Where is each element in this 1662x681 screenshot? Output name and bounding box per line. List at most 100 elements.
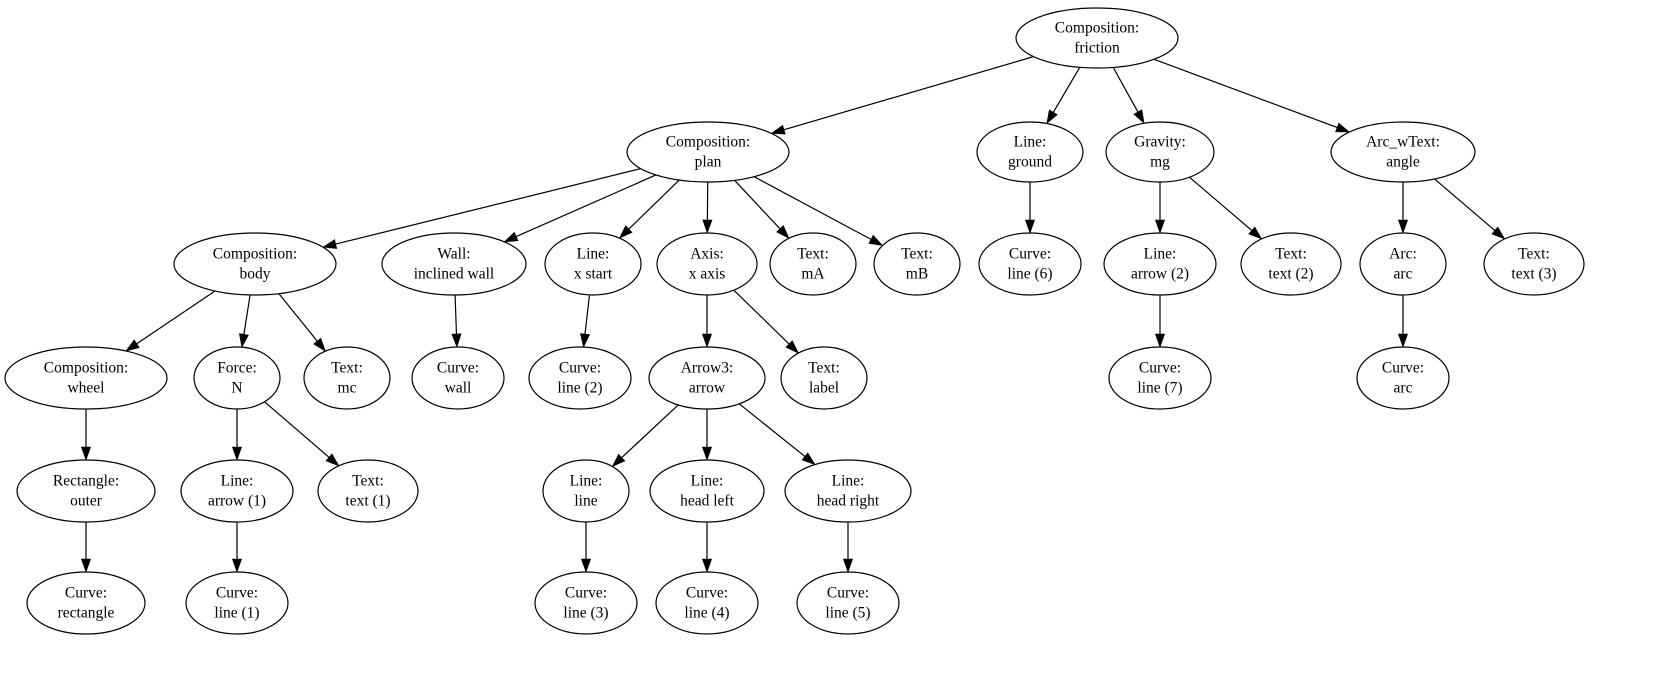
- node-ellipse-headright[interactable]: [784, 459, 912, 523]
- node-ellipse-lineline[interactable]: [542, 459, 630, 523]
- node-ellipse-line4[interactable]: [655, 571, 759, 635]
- arrow-head-icon: [1397, 219, 1409, 234]
- node-ellipse-line7[interactable]: [1108, 346, 1212, 410]
- node-ellipse-ground[interactable]: [976, 121, 1084, 183]
- graph-node-xstart[interactable]: Line:x start: [544, 232, 642, 296]
- node-ellipse-arrow3[interactable]: [648, 346, 766, 410]
- node-ellipse-xstart[interactable]: [544, 232, 642, 296]
- node-name-label-curverect: rectangle: [58, 605, 115, 622]
- graph-node-angle[interactable]: Arc_wText:angle: [1330, 121, 1476, 183]
- node-ellipse-friction[interactable]: [1015, 7, 1179, 69]
- graph-node-text2[interactable]: Text:text (2): [1240, 232, 1342, 296]
- arrow-head-icon: [313, 337, 326, 352]
- node-ellipse-angle[interactable]: [1330, 121, 1476, 183]
- node-ellipse-line6[interactable]: [978, 232, 1082, 296]
- node-ellipse-gravity[interactable]: [1105, 121, 1215, 183]
- node-type-label-curvewall: Curve:: [437, 360, 479, 377]
- node-name-label-text2: text (2): [1268, 266, 1313, 283]
- graph-node-rectouter[interactable]: Rectangle:outer: [16, 459, 156, 523]
- graph-node-line3[interactable]: Curve:line (3): [534, 571, 638, 635]
- node-ellipse-plan[interactable]: [626, 121, 790, 183]
- node-type-label-xstart: Line:: [577, 246, 610, 263]
- arrow-head-icon: [1397, 333, 1409, 348]
- node-ellipse-forceN[interactable]: [193, 346, 281, 410]
- graph-node-line7[interactable]: Curve:line (7): [1108, 346, 1212, 410]
- node-type-label-line5: Curve:: [827, 585, 869, 602]
- node-type-label-textmA: Text:: [797, 246, 829, 263]
- arrow-head-icon: [801, 452, 816, 466]
- graph-node-arc[interactable]: Arc:arc: [1359, 232, 1447, 296]
- graph-node-arrow2[interactable]: Line:arrow (2): [1103, 232, 1217, 296]
- graph-node-arrow1[interactable]: Line:arrow (1): [180, 459, 294, 523]
- node-ellipse-body[interactable]: [173, 232, 337, 296]
- graph-node-curvewall[interactable]: Curve:wall: [411, 346, 505, 410]
- edge-friction-to-gravity: [1112, 67, 1139, 113]
- node-ellipse-text2[interactable]: [1240, 232, 1342, 296]
- edge-gravity-to-text2: [1189, 176, 1253, 231]
- node-ellipse-text1[interactable]: [317, 459, 419, 523]
- node-name-label-line6: line (6): [1007, 266, 1052, 283]
- node-ellipse-wheel[interactable]: [4, 346, 168, 410]
- node-ellipse-headleft[interactable]: [649, 459, 765, 523]
- node-ellipse-xaxis[interactable]: [656, 232, 758, 296]
- node-ellipse-line3[interactable]: [534, 571, 638, 635]
- node-layer: Composition:frictionComposition:planLine…: [4, 7, 1585, 635]
- node-type-label-label: Text:: [808, 360, 840, 377]
- graph-node-forceN[interactable]: Force:N: [193, 346, 281, 410]
- graph-node-line5[interactable]: Curve:line (5): [796, 571, 900, 635]
- graph-node-wall[interactable]: Wall:inclined wall: [381, 232, 527, 296]
- graph-node-friction[interactable]: Composition:friction: [1015, 7, 1179, 69]
- node-ellipse-textmA[interactable]: [769, 232, 857, 296]
- node-ellipse-line5[interactable]: [796, 571, 900, 635]
- graph-node-lineline[interactable]: Line: line: [542, 459, 630, 523]
- edge-body-to-textmc: [278, 293, 318, 342]
- arrow-head-icon: [1046, 109, 1058, 125]
- graph-node-curverect[interactable]: Curve:rectangle: [26, 571, 146, 635]
- node-ellipse-rectouter[interactable]: [16, 459, 156, 523]
- graph-node-line6[interactable]: Curve:line (6): [978, 232, 1082, 296]
- graph-node-body[interactable]: Composition:body: [173, 232, 337, 296]
- graph-node-arrow3[interactable]: Arrow3:arrow: [648, 346, 766, 410]
- graph-node-gravity[interactable]: Gravity:mg: [1105, 121, 1215, 183]
- graph-node-headright[interactable]: Line:head right: [784, 459, 912, 523]
- graph-node-textmB[interactable]: Text:mB: [873, 232, 961, 296]
- graph-node-textmc[interactable]: Text:mc: [303, 346, 391, 410]
- node-ellipse-wall[interactable]: [381, 232, 527, 296]
- graph-node-text3[interactable]: Text:text (3): [1483, 232, 1585, 296]
- node-type-label-angle: Arc_wText:: [1366, 134, 1440, 151]
- node-ellipse-curvearc[interactable]: [1356, 346, 1450, 410]
- graph-node-line2[interactable]: Curve:line (2): [528, 346, 632, 410]
- graph-node-ground[interactable]: Line:ground: [976, 121, 1084, 183]
- edge-layer: [80, 56, 1506, 573]
- node-name-label-ground: ground: [1008, 154, 1052, 171]
- graph-node-wheel[interactable]: Composition:wheel: [4, 346, 168, 410]
- graph-node-label[interactable]: Text:label: [780, 346, 868, 410]
- arrow-head-icon: [1154, 219, 1166, 234]
- node-type-label-lineline: Line:: [570, 473, 603, 490]
- node-ellipse-textmB[interactable]: [873, 232, 961, 296]
- node-name-label-arrow2: arrow (2): [1131, 266, 1189, 283]
- node-ellipse-line2[interactable]: [528, 346, 632, 410]
- graph-node-headleft[interactable]: Line:head left: [649, 459, 765, 523]
- node-name-label-lineline: line: [574, 493, 597, 510]
- node-ellipse-arrow2[interactable]: [1103, 232, 1217, 296]
- node-ellipse-curverect[interactable]: [26, 571, 146, 635]
- arrow-head-icon: [80, 446, 92, 461]
- graph-node-curvearc[interactable]: Curve:arc: [1356, 346, 1450, 410]
- node-ellipse-arrow1[interactable]: [180, 459, 294, 523]
- graph-node-line1[interactable]: Curve:line (1): [185, 571, 289, 635]
- arrow-head-icon: [1491, 226, 1506, 240]
- arrow-head-icon: [1024, 219, 1036, 234]
- graph-node-text1[interactable]: Text:text (1): [317, 459, 419, 523]
- graph-node-plan[interactable]: Composition:plan: [626, 121, 790, 183]
- edge-friction-to-plan: [783, 56, 1034, 131]
- graph-node-textmA[interactable]: Text:mA: [769, 232, 857, 296]
- node-ellipse-textmc[interactable]: [303, 346, 391, 410]
- node-ellipse-label[interactable]: [780, 346, 868, 410]
- node-ellipse-text3[interactable]: [1483, 232, 1585, 296]
- graph-node-xaxis[interactable]: Axis:x axis: [656, 232, 758, 296]
- node-ellipse-line1[interactable]: [185, 571, 289, 635]
- graph-node-line4[interactable]: Curve:line (4): [655, 571, 759, 635]
- node-ellipse-arc[interactable]: [1359, 232, 1447, 296]
- node-ellipse-curvewall[interactable]: [411, 346, 505, 410]
